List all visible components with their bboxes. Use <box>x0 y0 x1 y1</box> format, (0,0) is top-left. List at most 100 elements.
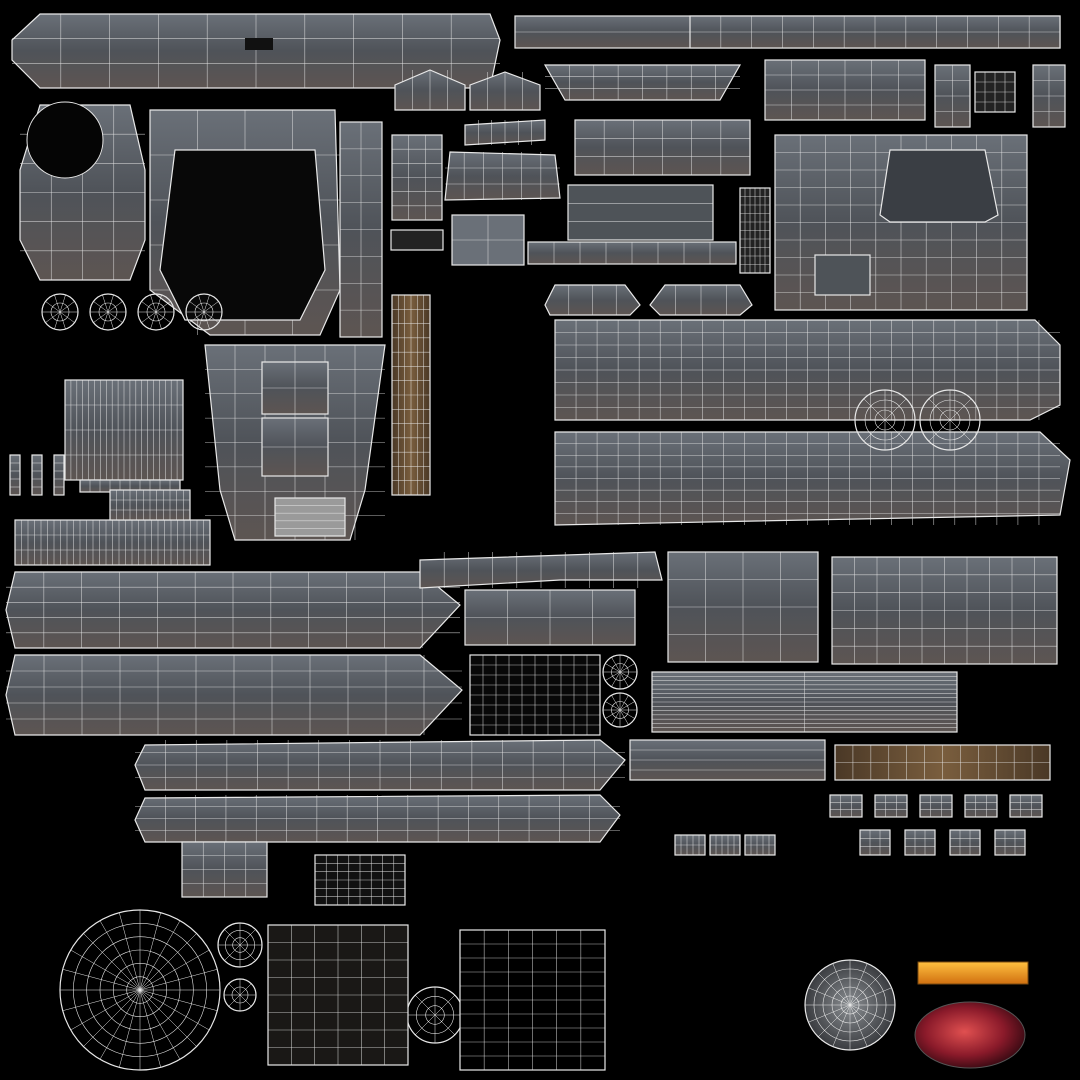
long-bar <box>629 739 826 781</box>
wire-spoke <box>808 1004 851 1023</box>
spoke-wheel-1 <box>602 654 638 690</box>
wire-spoke <box>849 1004 868 1047</box>
wire-spoke <box>849 1004 882 1037</box>
porthole-cutout <box>26 101 104 179</box>
wire-spoke <box>434 1014 455 1035</box>
wire-spoke <box>239 929 256 946</box>
wire-spoke <box>59 311 75 323</box>
wire-spoke <box>849 973 882 1006</box>
roof-hatch <box>245 38 273 50</box>
wire-spoke <box>107 301 123 313</box>
octagon-3 <box>406 986 464 1044</box>
wheel-arch-1 <box>854 389 916 451</box>
wire-spoke <box>150 294 157 313</box>
taper-part <box>109 489 191 521</box>
wire-spoke <box>832 963 851 1006</box>
top-right-strip-b <box>689 15 1061 49</box>
wire-spoke <box>119 989 141 1068</box>
wire-spoke <box>239 944 256 961</box>
wire-spoke <box>884 398 907 421</box>
cabinet-vent-shell <box>274 497 346 537</box>
wire-spoke <box>818 973 851 1006</box>
wire-spoke <box>619 671 635 681</box>
wire-spoke <box>434 995 455 1016</box>
wire-spoke <box>415 995 436 1016</box>
wheel-arch-2 <box>919 389 981 451</box>
small-window-shell <box>814 254 871 296</box>
wire-spoke <box>139 989 218 1011</box>
gear-part <box>137 293 175 331</box>
wire-spoke <box>107 311 123 323</box>
big-front-hole <box>159 149 326 321</box>
headlight-frame <box>59 909 221 1071</box>
wire-spoke <box>949 419 972 442</box>
wedge-2 <box>649 284 753 316</box>
wire-spoke <box>139 969 218 991</box>
monitor-box <box>567 184 714 241</box>
wire-spoke <box>70 989 141 1031</box>
wire-spoke <box>203 311 210 330</box>
wire-spoke <box>198 294 205 313</box>
cabinet-window-1 <box>261 361 329 415</box>
rail-part <box>64 379 184 481</box>
small-part-shell <box>994 829 1026 856</box>
beam-1 <box>134 739 626 791</box>
wire-spoke <box>928 419 951 442</box>
wire-spoke <box>62 989 141 1011</box>
long-slab <box>527 241 737 265</box>
wire-spoke <box>189 301 205 313</box>
small-part <box>859 829 891 856</box>
wire-spoke <box>54 311 61 330</box>
wire-spoke <box>203 301 219 313</box>
pillar-dark <box>390 229 444 251</box>
bolt-part-shell <box>9 454 21 496</box>
small-part <box>964 794 998 818</box>
small-part <box>919 794 953 818</box>
wire-spoke <box>189 311 205 323</box>
small-part <box>949 829 981 856</box>
hull-strip-2 <box>554 431 1071 526</box>
wire-spoke <box>611 695 621 711</box>
wire-spoke <box>849 963 868 1006</box>
wire-spoke <box>139 912 161 991</box>
octagon-1 <box>217 922 263 968</box>
window-small-panel <box>764 59 926 121</box>
wire-spoke <box>818 1004 851 1037</box>
wire-spoke <box>619 709 629 725</box>
wire-spoke <box>605 709 621 719</box>
wire-spoke <box>155 311 171 323</box>
wire-spoke <box>155 294 162 313</box>
side-box-2 <box>831 556 1058 665</box>
pillar-1 <box>339 121 383 338</box>
wire-spoke <box>605 663 621 673</box>
bolt-part <box>9 454 21 496</box>
wire-spoke <box>155 311 162 330</box>
lower-panel <box>267 924 409 1066</box>
wire-spoke <box>239 994 252 1007</box>
small-part <box>874 794 908 818</box>
wire-spoke <box>99 989 141 1060</box>
arch-1 <box>394 69 466 111</box>
wire-spoke <box>45 301 61 313</box>
wire-spoke <box>863 419 886 442</box>
small-part-shell <box>964 794 998 818</box>
spoke-wheel-2 <box>602 692 638 728</box>
tiny-part <box>744 834 776 856</box>
wire-spoke <box>605 701 621 711</box>
pillar-2 <box>391 134 443 221</box>
wire-spoke <box>949 398 972 421</box>
wire-spoke <box>203 311 219 323</box>
roof-strip <box>11 13 501 89</box>
wire-spoke <box>141 311 157 323</box>
wire-spoke <box>228 994 241 1007</box>
wire-spoke <box>59 311 66 330</box>
wire-spoke <box>102 294 109 313</box>
wire-spoke <box>198 311 205 330</box>
wood-barrel <box>834 744 1051 781</box>
arch-2 <box>469 71 541 111</box>
gear-part <box>41 293 79 331</box>
grille-tall <box>739 187 771 274</box>
tiny-part <box>674 834 706 856</box>
small-part <box>904 829 936 856</box>
